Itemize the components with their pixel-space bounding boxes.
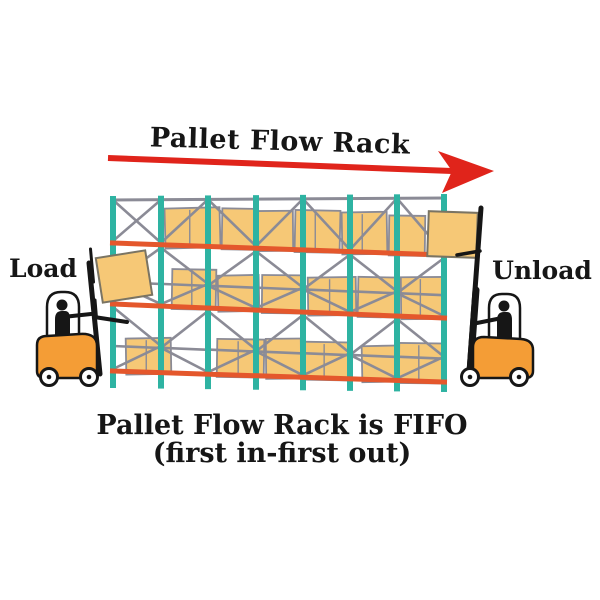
pallet: [397, 342, 445, 385]
driver-head: [56, 299, 68, 311]
arrow-head: [438, 151, 494, 193]
braces-group: [110, 196, 447, 380]
beams-group: [109, 240, 448, 385]
caption-line2: (first in-first out): [152, 438, 412, 469]
load-pallet: [94, 249, 154, 304]
rack-post: [441, 194, 447, 392]
pallets-group: [124, 206, 446, 385]
unload-label: Unload: [492, 256, 592, 285]
forklift-left-icon: [35, 247, 154, 387]
flow-arrow-icon: [107, 151, 494, 193]
load-label: Load: [9, 254, 77, 283]
pallet: [124, 336, 173, 376]
rack-post: [347, 194, 353, 391]
rack-post: [253, 195, 259, 390]
rack-post: [300, 194, 306, 391]
forklift-right-icon: [426, 205, 535, 387]
pallet: [356, 275, 401, 319]
pallet: [260, 274, 306, 315]
rack-post: [394, 194, 400, 392]
driver-head: [498, 300, 510, 312]
rack-post: [205, 195, 211, 390]
caption-line1: Pallet Flow Rack is FIFO: [96, 410, 468, 441]
unload-pallet: [426, 210, 479, 259]
pallet: [256, 209, 295, 252]
rack-post: [158, 195, 164, 389]
